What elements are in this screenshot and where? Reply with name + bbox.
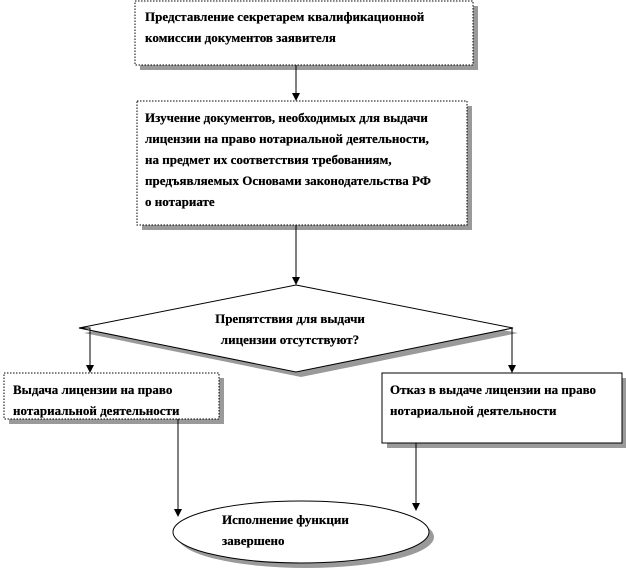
issue-license-label: Выдача лицензии на право нотариальной де… — [13, 382, 180, 418]
node-terminal — [172, 500, 434, 568]
terminal-label: Исполнение функции завершено — [222, 512, 349, 548]
submit-documents-label: Представление секретарем квалификационно… — [145, 9, 425, 45]
node-review-documents — [136, 100, 472, 230]
node-issue-license — [3, 372, 224, 424]
edge-decision-to-refuse — [508, 327, 516, 373]
edge-decision-to-issue — [79, 327, 94, 373]
node-submit-documents — [134, 0, 478, 70]
refuse-license-label: Отказ в выдаче лицензии на право нотариа… — [390, 382, 596, 418]
decision-label: Препятствия для выдачи лицензии отсутств… — [215, 311, 365, 347]
node-decision — [78, 284, 518, 377]
review-documents-label: Изучение документов, необходимых для выд… — [145, 110, 431, 209]
node-refuse-license — [381, 372, 626, 448]
